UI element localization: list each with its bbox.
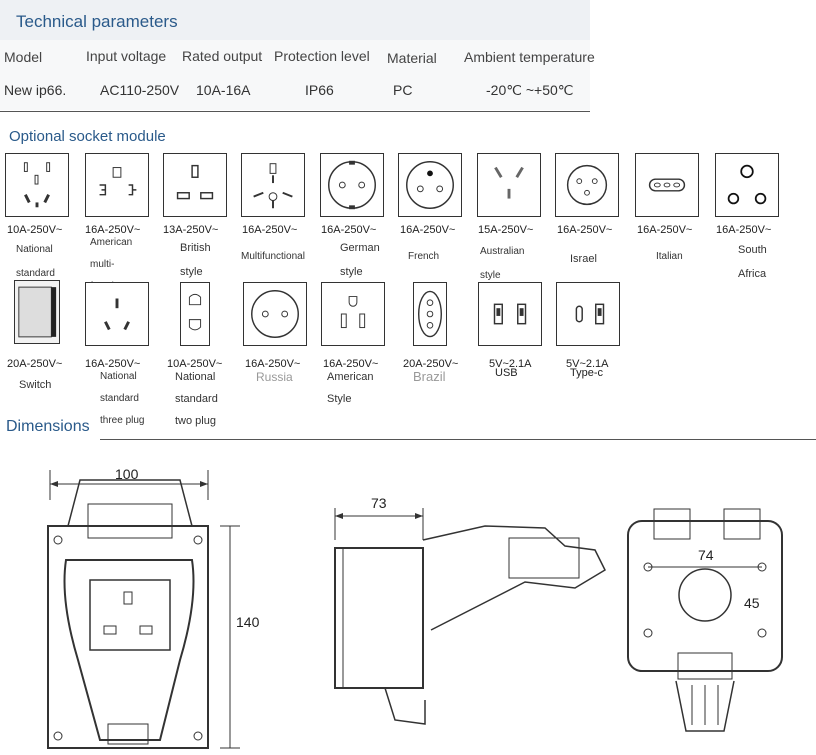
national-three-plug-socket-icon bbox=[85, 282, 149, 346]
module-rating: 10A-250V~ bbox=[7, 224, 63, 236]
param-value-material: PC bbox=[393, 82, 413, 98]
module-description: Type-c bbox=[570, 367, 604, 379]
italian-socket-icon bbox=[635, 153, 699, 217]
optional-socket-module-title: Optional socket module bbox=[9, 128, 166, 145]
german-socket-icon bbox=[320, 153, 384, 217]
module-rating: 20A-250V~ bbox=[403, 358, 459, 370]
type-c-socket-icon bbox=[556, 282, 620, 346]
module-description: National standard three plug bbox=[100, 371, 145, 426]
american-multifunction-socket-icon bbox=[85, 153, 149, 217]
module-rating: 16A-250V~ bbox=[323, 358, 379, 370]
technical-parameters-title: Technical parameters bbox=[16, 12, 178, 31]
french-socket-icon bbox=[398, 153, 462, 217]
param-header-rated-output: Rated output bbox=[182, 48, 263, 64]
module-rating: 16A-250V~ bbox=[245, 358, 301, 370]
param-header-material: Material bbox=[387, 50, 437, 66]
module-rating: 16A-250V~ bbox=[557, 224, 613, 236]
module-rating: 10A-250V~ bbox=[167, 358, 223, 370]
module-description: Australian style bbox=[480, 246, 525, 281]
technical-parameters-divider bbox=[0, 111, 590, 112]
module-rating: 15A-250V~ bbox=[478, 224, 534, 236]
side-depth-dimension: 73 bbox=[371, 495, 387, 511]
module-rating: 13A-250V~ bbox=[163, 224, 219, 236]
param-value-input-voltage: AC110-250V bbox=[100, 82, 180, 98]
south-africa-socket-icon bbox=[715, 153, 779, 217]
back-view-drawing bbox=[627, 508, 783, 732]
module-description: Israel bbox=[570, 253, 597, 265]
param-value-model: New ip66. bbox=[4, 82, 67, 98]
dimensions-title: Dimensions bbox=[6, 418, 90, 435]
back-hole-spacing-vertical: 45 bbox=[744, 595, 760, 611]
module-description: Russia bbox=[256, 370, 293, 384]
national-five-hole-socket-icon bbox=[5, 153, 69, 217]
front-view-drawing bbox=[47, 470, 240, 749]
module-description: Brazil bbox=[413, 369, 446, 384]
module-description: Switch bbox=[19, 379, 52, 391]
param-value-protection-level: IP66 bbox=[305, 82, 334, 98]
module-description: South Africa bbox=[738, 244, 767, 280]
dimensions-divider bbox=[100, 439, 816, 440]
module-rating: 16A-250V~ bbox=[400, 224, 456, 236]
american-socket-icon bbox=[321, 282, 385, 346]
module-rating: 16A-250V~ bbox=[242, 224, 298, 236]
param-header-model: Model bbox=[4, 49, 43, 65]
side-view-drawing bbox=[334, 508, 606, 725]
module-description: French bbox=[408, 251, 440, 262]
module-rating: 16A-250V~ bbox=[85, 358, 141, 370]
technical-parameters-header-band bbox=[0, 0, 590, 40]
module-rating: 5V~2.1A bbox=[489, 358, 532, 370]
back-hole-spacing-horizontal: 74 bbox=[698, 547, 714, 563]
switch-icon bbox=[14, 280, 60, 344]
param-header-input-voltage: Input voltage bbox=[86, 48, 167, 64]
module-description: American Style bbox=[327, 371, 374, 405]
module-rating: 5V~2.1A bbox=[566, 358, 609, 370]
module-description: British style bbox=[180, 242, 211, 278]
module-description: National standard two plug bbox=[175, 371, 218, 427]
front-height-dimension: 140 bbox=[236, 614, 260, 630]
israel-socket-icon bbox=[555, 153, 619, 217]
module-rating: 16A-250V~ bbox=[321, 224, 377, 236]
multifunctional-socket-icon bbox=[241, 153, 305, 217]
module-description: Italian bbox=[656, 251, 683, 262]
national-two-plug-socket-icon bbox=[180, 282, 210, 346]
australian-socket-icon bbox=[477, 153, 541, 217]
param-value-ambient-temperature: -20℃ ~+50℃ bbox=[486, 82, 574, 98]
module-rating: 20A-250V~ bbox=[7, 358, 63, 370]
usb-socket-icon bbox=[478, 282, 542, 346]
param-value-rated-output: 10A-16A bbox=[196, 82, 251, 98]
british-socket-icon bbox=[163, 153, 227, 217]
module-description: German style bbox=[340, 242, 380, 278]
russia-socket-icon bbox=[243, 282, 307, 346]
module-rating: 16A-250V~ bbox=[716, 224, 772, 236]
brazil-socket-icon bbox=[413, 282, 447, 346]
module-rating: 16A-250V~ bbox=[637, 224, 693, 236]
module-rating: 16A-250V~ bbox=[85, 224, 141, 236]
param-header-protection-level: Protection level bbox=[274, 48, 370, 64]
module-description: Multifunctional bbox=[241, 251, 305, 262]
technical-parameters-table-band bbox=[0, 40, 590, 110]
module-description: USB bbox=[495, 367, 518, 379]
param-header-ambient-temperature: Ambient temperature bbox=[464, 49, 595, 65]
front-width-dimension: 100 bbox=[115, 466, 139, 482]
